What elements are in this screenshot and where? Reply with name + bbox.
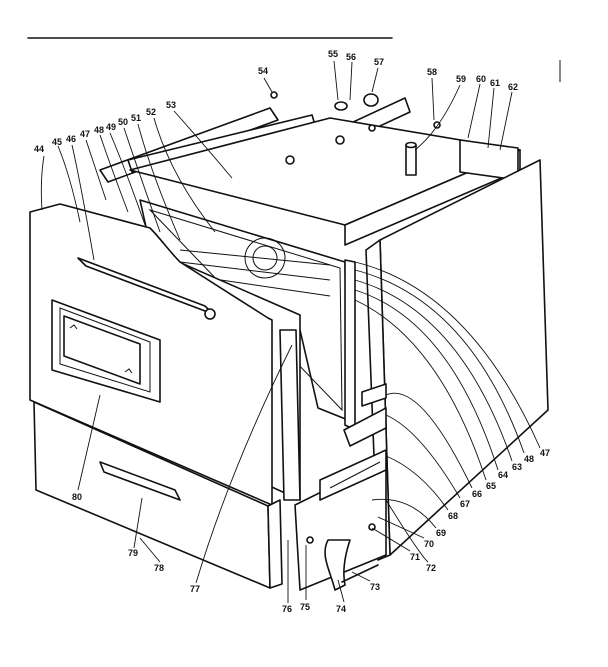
callout-label: 78 <box>154 563 164 573</box>
callout-label: 45 <box>52 137 62 147</box>
oven-door <box>29 203 273 506</box>
callout-label: 48 <box>94 125 104 135</box>
callout-label: 50 <box>118 117 128 127</box>
callout-label: 62 <box>508 82 518 92</box>
callout-label: 59 <box>456 74 466 84</box>
callout-label: 70 <box>424 539 434 549</box>
callout-label: 73 <box>370 582 380 592</box>
callout-label: 54 <box>258 66 268 76</box>
drawer-handle <box>99 461 181 501</box>
callout-label: 61 <box>490 78 500 88</box>
door-gasket <box>279 329 301 501</box>
callout-label: 67 <box>460 499 470 509</box>
callout-label: 56 <box>346 52 356 62</box>
callout-label: 66 <box>472 489 482 499</box>
callout-label: 57 <box>374 57 384 67</box>
callout-label: 79 <box>128 548 138 558</box>
callout-label: 75 <box>300 602 310 612</box>
callout-label: 64 <box>498 470 508 480</box>
callout-label: 47 <box>540 448 550 458</box>
callout-label: 48 <box>524 454 534 464</box>
callout-label: 47 <box>80 129 90 139</box>
callout-label: 69 <box>436 528 446 538</box>
storage-drawer <box>33 401 283 589</box>
callout-label: 71 <box>410 552 420 562</box>
callout-label: 77 <box>190 584 200 594</box>
callout-label: 46 <box>66 134 76 144</box>
cooktop-body <box>129 91 521 246</box>
callout-label: 63 <box>512 462 522 472</box>
callout-label: 55 <box>328 49 338 59</box>
callout-labels: 44 45 46 47 48 49 50 51 52 53 54 55 56 5… <box>34 49 550 614</box>
leader-lines <box>40 60 541 603</box>
drawer-slide-assembly <box>294 383 387 591</box>
callout-label: 68 <box>448 511 458 521</box>
callout-label: 52 <box>146 107 156 117</box>
callout-label: 53 <box>166 100 176 110</box>
callout-label: 74 <box>336 604 346 614</box>
callout-label: 80 <box>72 492 82 502</box>
callout-label: 76 <box>282 604 292 614</box>
callout-label: 51 <box>131 113 141 123</box>
callout-label: 72 <box>426 563 436 573</box>
callout-label: 44 <box>34 144 44 154</box>
callout-label: 60 <box>476 74 486 84</box>
callout-label: 58 <box>427 67 437 77</box>
callout-label: 65 <box>486 481 496 491</box>
door-window-glass <box>63 315 141 385</box>
callout-label: 49 <box>106 122 116 132</box>
